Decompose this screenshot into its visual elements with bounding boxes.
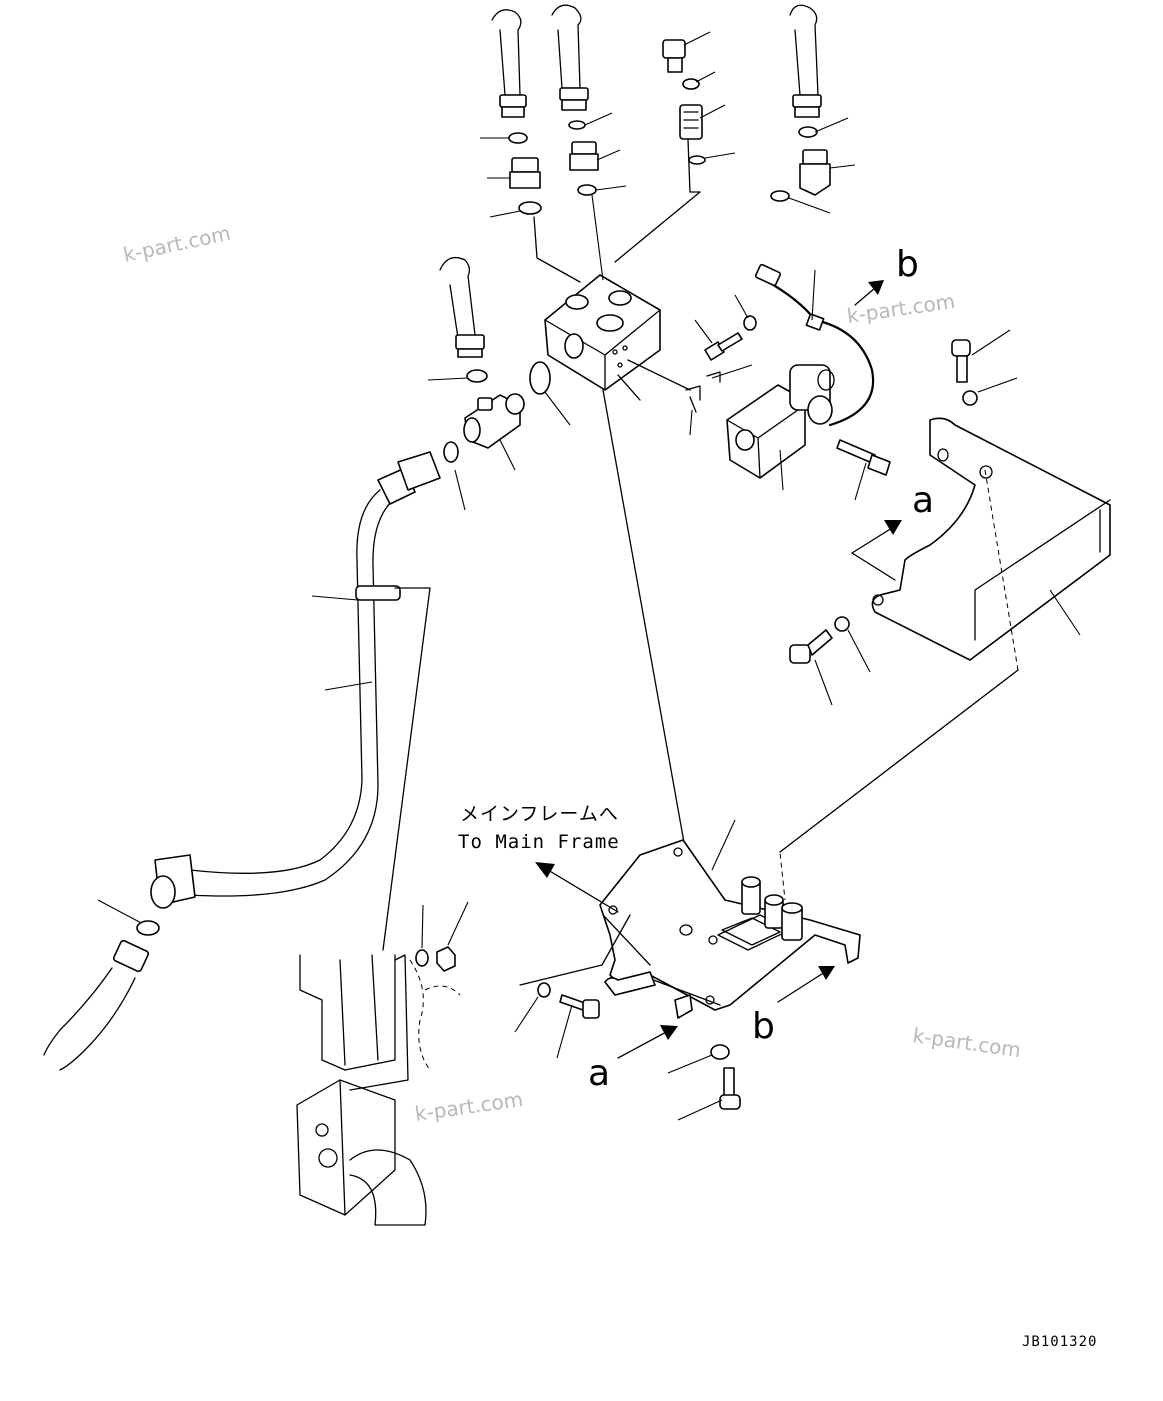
leader xyxy=(614,191,701,263)
bolt xyxy=(719,1067,741,1110)
leader xyxy=(779,449,784,491)
leader xyxy=(814,659,833,706)
bolt xyxy=(951,339,971,383)
o-ring xyxy=(568,120,586,130)
view-arrow xyxy=(854,287,876,306)
view-label-a: a xyxy=(912,480,934,521)
bolt xyxy=(704,332,743,361)
o-ring xyxy=(443,441,459,463)
o-ring xyxy=(688,155,706,165)
mounting-bracket xyxy=(599,839,861,1019)
drawing-code: JB101320 xyxy=(1022,1334,1097,1350)
bolt xyxy=(559,994,600,1019)
leader xyxy=(514,996,539,1033)
note-japanese: メインフレームへ xyxy=(460,803,619,825)
leader xyxy=(851,552,896,581)
o-ring xyxy=(577,184,597,196)
arrow-head xyxy=(868,280,884,295)
arrow-head xyxy=(660,1025,678,1040)
view-label-b: b xyxy=(752,1006,775,1047)
arrow-head xyxy=(884,520,902,535)
o-ring xyxy=(770,190,790,202)
leader-lines-top xyxy=(97,31,856,926)
leader xyxy=(556,1004,573,1059)
top-hose-3 xyxy=(789,4,822,118)
arrow-head xyxy=(818,966,835,980)
o-ring xyxy=(136,920,160,936)
watermark: k-part.com xyxy=(121,221,233,267)
leader xyxy=(447,901,469,946)
o-ring xyxy=(798,126,818,138)
washer xyxy=(710,1044,730,1060)
leader xyxy=(617,374,641,401)
note-arrow xyxy=(547,869,619,913)
lower-hose xyxy=(43,939,150,1071)
view-arrow xyxy=(777,971,826,1003)
washer xyxy=(415,949,429,967)
leader xyxy=(811,269,816,321)
leader xyxy=(667,1054,713,1074)
bolt xyxy=(836,439,891,476)
pressure-switch xyxy=(662,39,703,140)
view-arrow xyxy=(617,1029,671,1059)
watermark: k-part.com xyxy=(845,289,956,328)
solenoid-wire xyxy=(763,278,875,427)
leader xyxy=(533,216,581,283)
watermark: k-part.com xyxy=(911,1023,1022,1062)
o-ring xyxy=(518,201,542,215)
leader xyxy=(694,319,713,344)
leader xyxy=(687,139,701,193)
note-english: To Main Frame xyxy=(458,831,620,853)
leader xyxy=(689,409,693,436)
solenoid-valve xyxy=(726,364,835,479)
small-clips xyxy=(627,359,721,413)
washer xyxy=(834,616,850,632)
wire-connector xyxy=(754,263,825,331)
leader xyxy=(1049,589,1081,636)
leader xyxy=(519,914,631,986)
leader xyxy=(711,819,736,871)
main-frame xyxy=(296,954,461,1226)
alignment-line xyxy=(779,669,1019,853)
leader xyxy=(847,629,871,673)
view-label-b: b xyxy=(896,244,919,285)
leader xyxy=(711,364,753,379)
view-arrow xyxy=(851,527,893,554)
leader xyxy=(677,1099,723,1121)
top-hose-2 xyxy=(551,4,589,111)
washer xyxy=(962,390,978,406)
hydraulic-tube xyxy=(150,451,441,909)
o-ring xyxy=(682,78,700,90)
bolt xyxy=(789,629,833,664)
nut xyxy=(436,946,456,972)
valve-cover xyxy=(871,417,1111,661)
elbow-fitting xyxy=(799,149,831,196)
swivel-elbow xyxy=(463,393,525,449)
watermark: k-part.com xyxy=(413,1087,524,1126)
o-ring xyxy=(508,132,528,144)
mid-hose xyxy=(439,256,485,358)
top-hose-1 xyxy=(491,9,527,118)
clamp-leader xyxy=(382,587,431,951)
leader xyxy=(971,329,1011,356)
o-ring xyxy=(466,369,488,383)
o-ring xyxy=(529,361,551,395)
washer xyxy=(537,982,551,998)
leader xyxy=(854,462,867,501)
leader xyxy=(421,904,424,949)
straight-fitting xyxy=(569,141,599,171)
leader xyxy=(977,377,1018,393)
washer xyxy=(743,315,757,331)
view-label-a: a xyxy=(588,1053,610,1094)
leader xyxy=(591,194,604,281)
arrow-head xyxy=(535,862,555,878)
leader xyxy=(734,294,749,319)
straight-fitting xyxy=(509,157,541,189)
manifold-block xyxy=(544,274,661,391)
